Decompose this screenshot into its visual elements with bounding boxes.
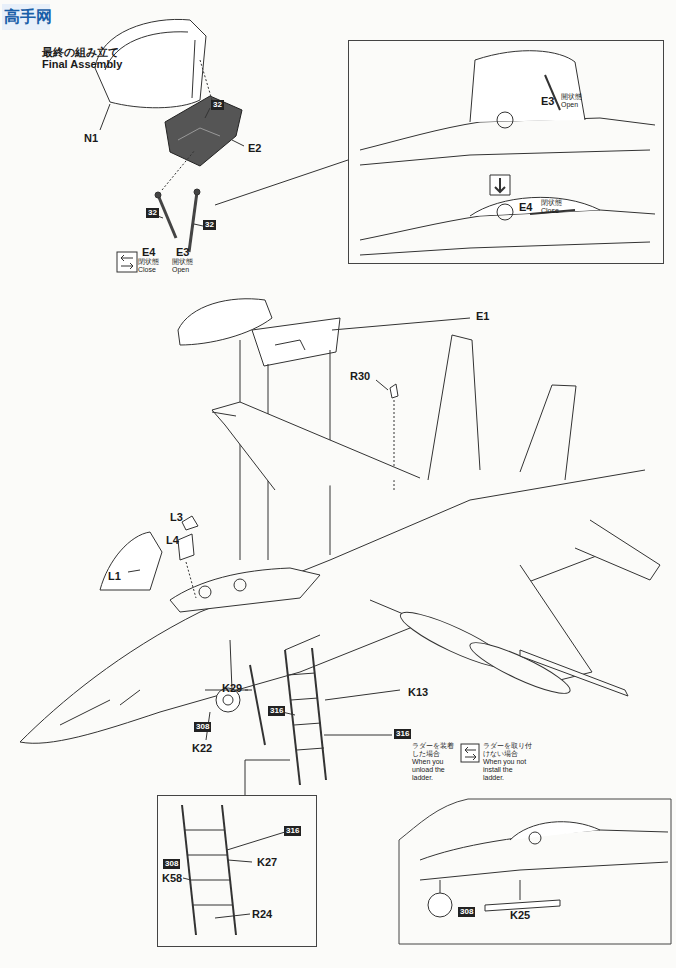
paint-code: 32 [213,100,222,109]
instruction-note: 開状態 Open [172,258,204,274]
paint-code-box: 316 [268,706,285,716]
state-note: 閉状態 Close [541,199,577,215]
part-number: R30 [350,370,370,382]
part-number: K25 [510,909,530,921]
part-number: K27 [257,856,277,868]
paint-code: 32 [148,208,157,217]
inset-outline [398,795,672,945]
instruction-note: 閉状態 Close [138,258,170,274]
inset-frame: E3 開状態 OpenE4 閉状態 Close [348,40,664,264]
part-number: E3 [176,246,189,258]
part-number: K13 [408,686,428,698]
part-number: L3 [170,511,183,523]
inset-frame: K25 308 [398,795,672,945]
paint-code-box: 308 [194,722,211,732]
paint-code-box: 308 [163,859,180,869]
watermark: 高手网 [4,8,52,26]
paint-code-box: 32 [211,100,224,110]
instruction-note: ラダーを装着した場合 When you unload the ladder. [412,742,458,782]
part-number: E4 [142,246,155,258]
paint-code-box: 308 [458,907,475,917]
paint-code: 32 [205,220,214,229]
paint-code: 316 [396,729,409,738]
page-title: 最終の組み立て Final Assembly [42,46,142,70]
part-number: K58 [162,872,182,884]
paint-code-box: 32 [203,220,216,230]
part-number: E4 [519,201,532,213]
part-number: R24 [252,908,272,920]
inset-frame: K27K58R24 316 308 [157,795,317,947]
part-number: L4 [166,534,179,546]
part-number: K29 [222,682,242,694]
part-number: K22 [192,742,212,754]
part-number: E3 [541,95,554,107]
paint-code-box: 316 [394,729,411,739]
part-number: N1 [84,132,98,144]
instruction-note: ラダーを取り付けない場合 When you not install the la… [483,742,533,782]
part-number: L1 [108,570,121,582]
paint-code: 308 [196,722,209,731]
part-number: E1 [476,310,489,322]
paint-code-box: 316 [284,826,301,836]
state-note: 開状態 Open [561,93,593,109]
paint-code: 308 [460,907,473,916]
paint-code: 316 [286,826,299,835]
part-number: E2 [248,142,261,154]
inset-outline-path [399,799,671,944]
paint-code-box: 32 [146,208,159,218]
paint-code: 316 [270,706,283,715]
paint-code: 308 [165,859,178,868]
